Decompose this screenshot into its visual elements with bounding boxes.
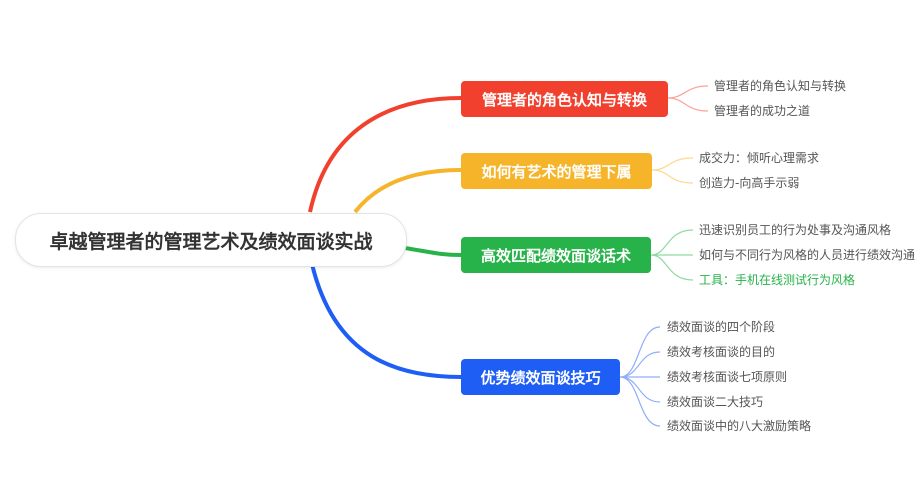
leaf-topic[interactable]: 创造力-向高手示弱 (699, 176, 800, 190)
root-topic[interactable]: 卓越管理者的管理艺术及绩效面谈实战 (15, 213, 407, 267)
leaf-topic[interactable]: 绩效考核面谈七项原则 (667, 370, 788, 384)
leaf-topic[interactable]: 迅速识别员工的行为处事及沟通风格 (699, 223, 892, 237)
connector-green (404, 246, 462, 257)
leaf-topic[interactable]: 如何与不同行为风格的人员进行绩效沟通 (699, 248, 916, 262)
connector-yellow (353, 168, 462, 214)
leaf-topic[interactable]: 管理者的成功之道 (714, 104, 811, 118)
connector-red (308, 96, 462, 213)
branch-interview-scripts[interactable]: 高效匹配绩效面谈话术 (461, 237, 651, 273)
leaf-topic[interactable]: 绩效面谈二大技巧 (667, 395, 764, 409)
branch-manage-subordinates[interactable]: 如何有艺术的管理下属 (461, 153, 652, 189)
leaf-topic[interactable]: 绩效面谈中的八大激励策略 (667, 419, 812, 433)
leaf-topic[interactable]: 绩效面谈的四个阶段 (667, 320, 776, 334)
branch-interview-skills[interactable]: 优势绩效面谈技巧 (461, 359, 620, 395)
branch-role-cognition[interactable]: 管理者的角色认知与转换 (461, 81, 668, 117)
connector-blue (310, 263, 462, 379)
leaf-topic[interactable]: 绩效考核面谈的目的 (667, 345, 776, 359)
leaf-topic[interactable]: 成交力：倾听心理需求 (699, 151, 820, 165)
leaf-topic-tool-link[interactable]: 工具：手机在线测试行为风格 (699, 273, 856, 287)
leaf-topic[interactable]: 管理者的角色认知与转换 (714, 79, 847, 93)
